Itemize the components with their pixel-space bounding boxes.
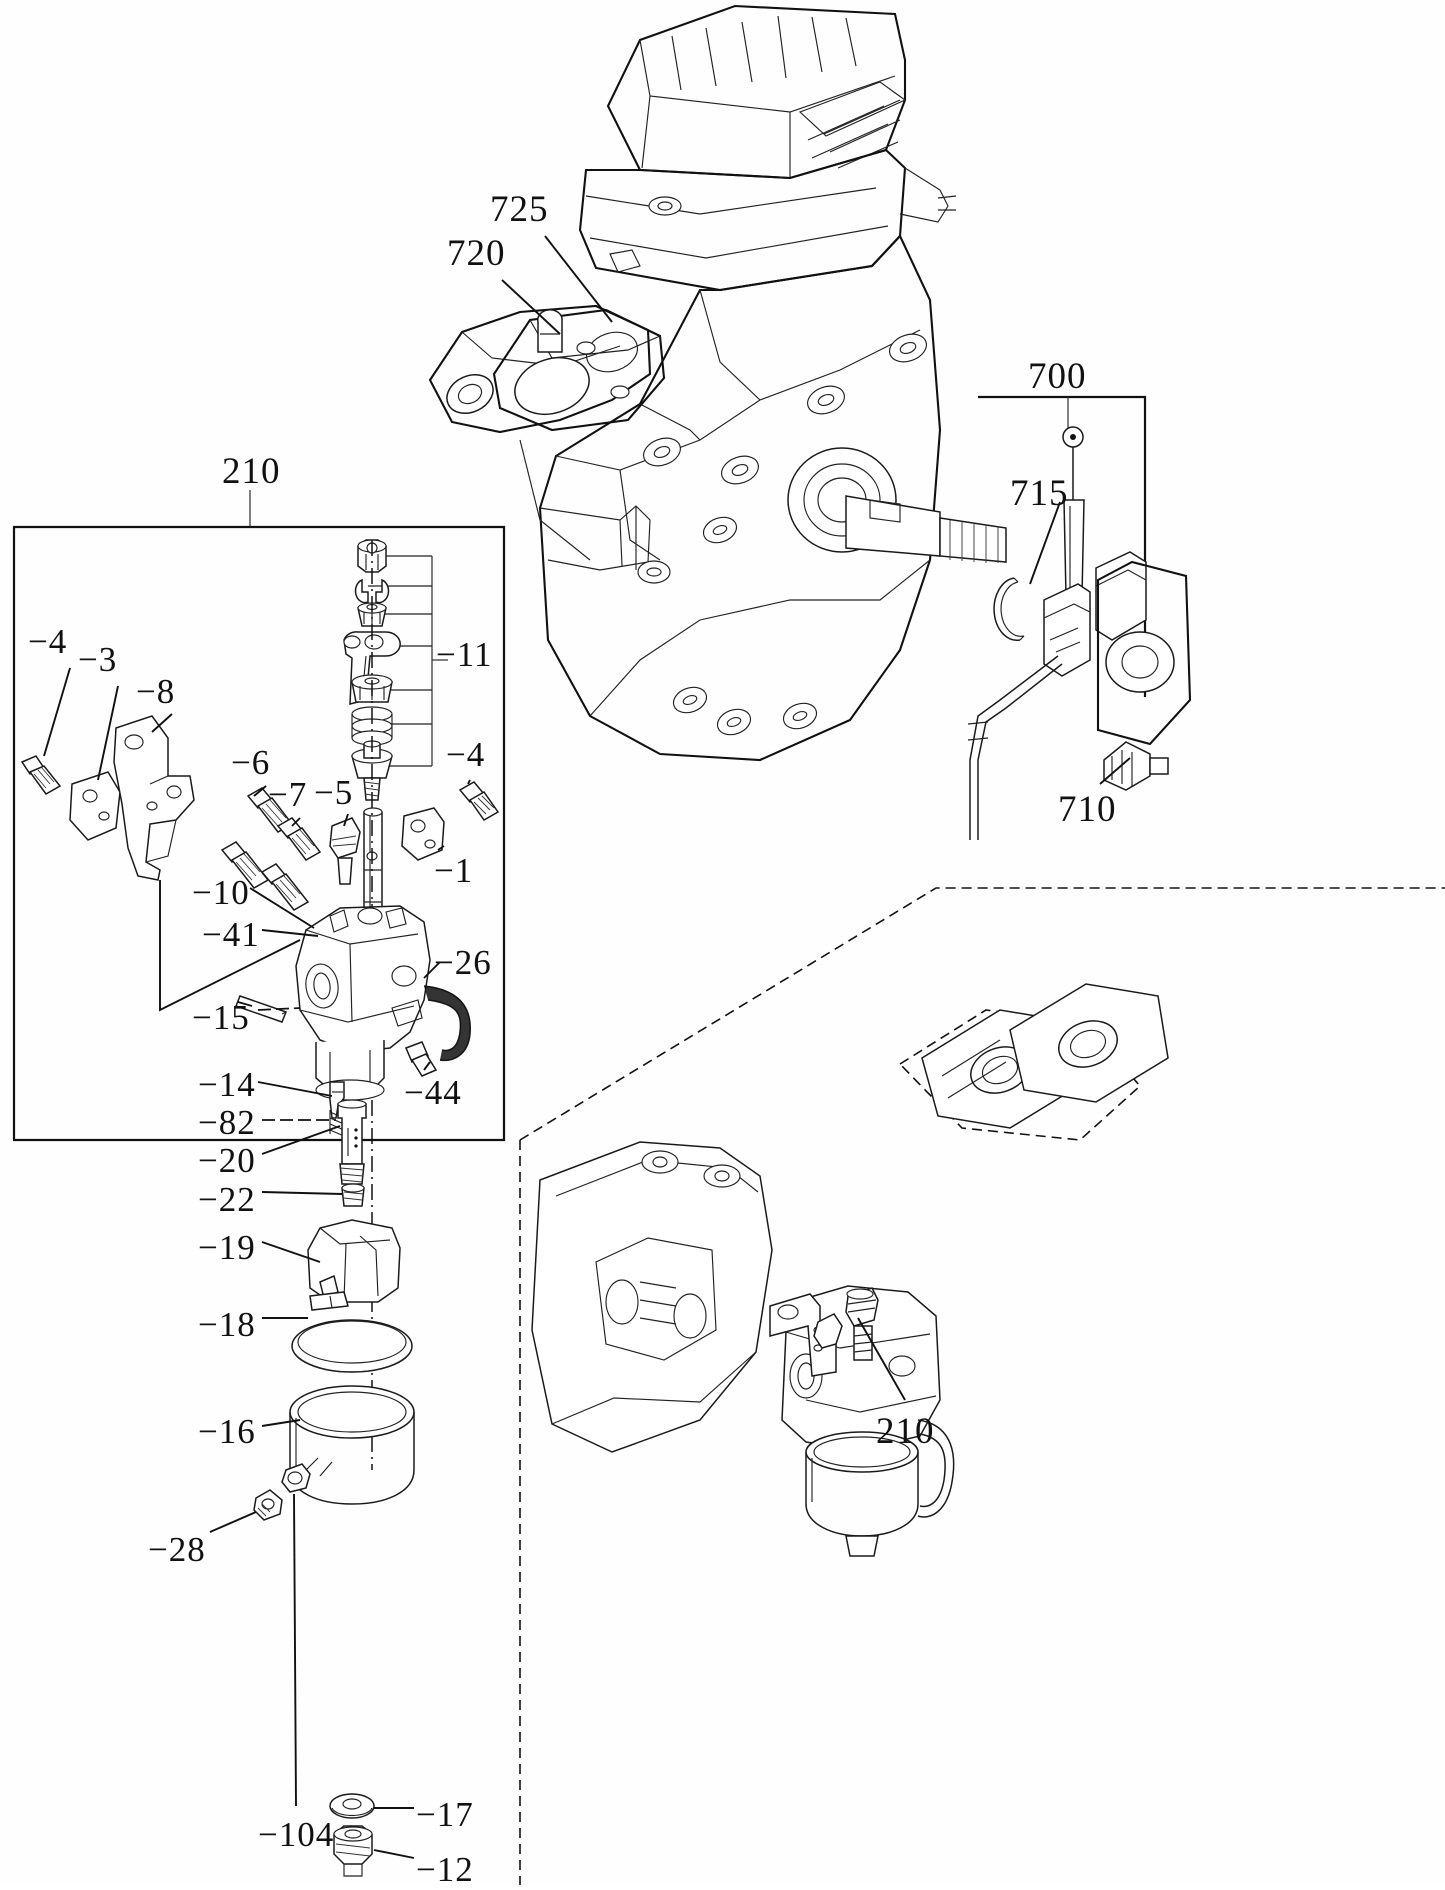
- exploded-carburetor-box: [12, 490, 506, 1142]
- spark-plug-boss: [899, 167, 957, 223]
- part-bowl-gasket-18: [291, 1319, 413, 1373]
- part-float-19: [307, 1219, 401, 1311]
- governor-group-700: [967, 395, 1192, 840]
- callout-210-installed: 210: [876, 1411, 935, 1452]
- part-pilot-jet-14: [329, 1081, 345, 1119]
- fuel-pipe-710: [967, 655, 1169, 840]
- part-label--4-left: −4: [28, 622, 68, 661]
- part-float-bowl-16: [289, 1385, 415, 1505]
- installed-carburetor-view: [519, 887, 1445, 1885]
- part-label--1: −1: [434, 851, 474, 890]
- crankcase: [538, 234, 1007, 762]
- part-screw-10: [220, 841, 270, 889]
- callout-715: 715: [1010, 473, 1069, 514]
- part-label--19: −19: [198, 1228, 256, 1267]
- part-label--44: −44: [404, 1073, 462, 1112]
- callout-210-exploded: 210: [222, 451, 281, 492]
- part-label--8: −8: [136, 672, 176, 711]
- part-bracket-3: [69, 771, 121, 841]
- part-label--26: −26: [434, 943, 492, 982]
- part-label--6: −6: [231, 743, 271, 782]
- part-label--20: −20: [198, 1141, 256, 1180]
- part-label--12: −12: [416, 1850, 474, 1889]
- part-throttle-shaft: [363, 807, 383, 929]
- part-screw-4-left: [20, 755, 62, 795]
- part-drain-28: [253, 1489, 283, 1521]
- air-cleaner-base: [531, 1141, 773, 1453]
- part-gasket-22: [341, 1183, 365, 1207]
- part-idle-screw-5: [329, 817, 361, 885]
- part-rod-15: [235, 995, 287, 1023]
- part-fuel-hose-26: [423, 985, 471, 1062]
- part-label--14: −14: [198, 1065, 256, 1104]
- carburetor-body: [295, 905, 431, 1101]
- part-label--10: −10: [192, 873, 250, 912]
- part-plate-1: [401, 807, 445, 861]
- carburetor-insulator-plates: [492, 308, 666, 432]
- part-washer-104: [281, 1463, 311, 1493]
- part-label--41: −41: [202, 915, 260, 954]
- part-label--4-right: −4: [446, 735, 486, 774]
- intake-manifold: [428, 304, 652, 561]
- part-label--5: −5: [314, 773, 354, 812]
- part-bracket-8: [113, 715, 195, 881]
- intake-gaskets-stack: [898, 983, 1169, 1141]
- part-clip-44: [405, 1041, 438, 1077]
- part-label--28: −28: [148, 1530, 206, 1569]
- callout-725: 725: [490, 189, 549, 230]
- callout-700: 700: [1028, 356, 1087, 397]
- part-label--18: −18: [198, 1305, 256, 1344]
- part-label--82: −82: [198, 1103, 256, 1142]
- callout-720: 720: [447, 233, 506, 274]
- part-washer-17: [329, 1793, 375, 1819]
- part-label--7: −7: [268, 775, 308, 814]
- installed-carburetor: [769, 1285, 955, 1557]
- part-label--15: −15: [192, 998, 250, 1037]
- side-cover: [1096, 560, 1192, 746]
- part-label--16: −16: [198, 1412, 256, 1451]
- throttle-shaft-stack: [343, 539, 448, 1470]
- part-screw-41: [260, 863, 310, 911]
- part-e-clip: [354, 578, 390, 604]
- leader-lines: [43, 235, 1131, 1859]
- crankcase-base: [539, 505, 671, 584]
- part-main-jet-20: [337, 1099, 367, 1185]
- part-screw-7: [276, 817, 322, 861]
- part-label--3: −3: [78, 640, 118, 679]
- part-label--104: −104: [258, 1815, 335, 1854]
- snap-ring: [993, 577, 1025, 642]
- part-label--17: −17: [416, 1795, 474, 1834]
- part-screw-4-right: [458, 781, 500, 821]
- cylinder-head-fins: [606, 4, 907, 180]
- callout-710: 710: [1058, 789, 1117, 830]
- part-label--11: −11: [436, 635, 493, 674]
- governor-rod-715: [1062, 426, 1085, 597]
- part-label--22: −22: [198, 1180, 256, 1219]
- part-bowl-nut-12: [333, 1825, 373, 1877]
- engine-assembly-view: [428, 4, 1007, 762]
